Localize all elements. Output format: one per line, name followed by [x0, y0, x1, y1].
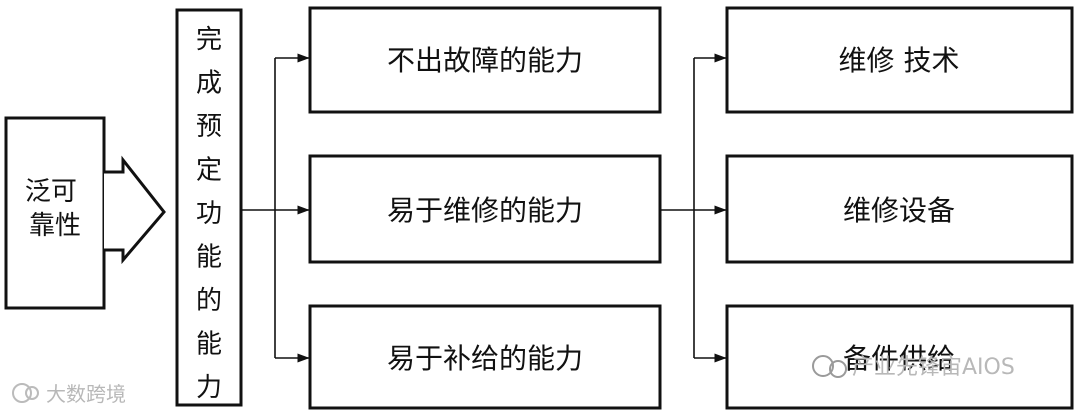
ability-node-2: 易于维修的能力	[308, 154, 662, 264]
center-column-box	[175, 8, 243, 407]
watermark-right: 产业先锋宙AIOS	[812, 355, 1015, 380]
ability-connectors	[241, 53, 310, 363]
center-column-char: 的	[196, 286, 222, 316]
support-node-2: 维修设备	[725, 154, 1074, 264]
support-box-1	[725, 6, 1074, 114]
ability-label-1: 不出故障的能力	[387, 44, 583, 77]
support-connectors	[660, 53, 727, 363]
flow-arrow	[104, 155, 166, 265]
ability-box-2	[308, 154, 662, 264]
support-box-2	[725, 154, 1074, 264]
watermark-right-chat-icon	[812, 355, 834, 377]
center-column-char: 能	[196, 330, 222, 360]
watermark-right-text: 产业先锋宙AIOS	[852, 355, 1015, 380]
source-box	[4, 116, 106, 310]
center-column-char: 成	[196, 69, 222, 99]
ability-box-3	[308, 304, 662, 410]
watermark-left: 大数跨境	[12, 382, 126, 406]
center-column-char: 力	[196, 373, 222, 403]
support-node-1: 维修 技术	[725, 6, 1074, 114]
watermark-left-text: 大数跨境	[46, 382, 126, 406]
watermark-right-chat-icon-2	[829, 360, 847, 378]
center-column-char: 功	[196, 199, 222, 229]
support-node-3: 备件供给	[725, 304, 1074, 410]
ability-node-1: 不出故障的能力	[308, 6, 662, 114]
ability-node-3: 易于补给的能力	[308, 304, 662, 410]
watermark-left-logo-icon	[12, 383, 32, 403]
source-node: 泛可 靠性	[4, 116, 106, 310]
ability-label-2: 易于维修的能力	[387, 194, 583, 227]
source-label-line-1: 泛可	[25, 177, 77, 207]
center-column-label: 完成预定功能的能力	[196, 25, 222, 403]
center-column-char: 完	[196, 25, 222, 55]
ability-label-3: 易于补给的能力	[387, 342, 583, 375]
support-label-1: 维修 技术	[839, 44, 960, 77]
center-column-char: 定	[196, 156, 222, 186]
watermark-left-logo-icon-inner	[25, 386, 39, 400]
source-label: 泛可 靠性	[25, 177, 85, 241]
center-column-char: 能	[196, 243, 222, 273]
support-label-3: 备件供给	[843, 342, 955, 375]
ability-box-1	[308, 6, 662, 114]
source-label-line-2: 靠性	[29, 211, 81, 241]
center-column-char: 预	[196, 112, 222, 142]
support-label-2: 维修设备	[843, 194, 955, 227]
center-column-node: 完成预定功能的能力	[175, 8, 243, 407]
support-box-3	[725, 304, 1074, 410]
